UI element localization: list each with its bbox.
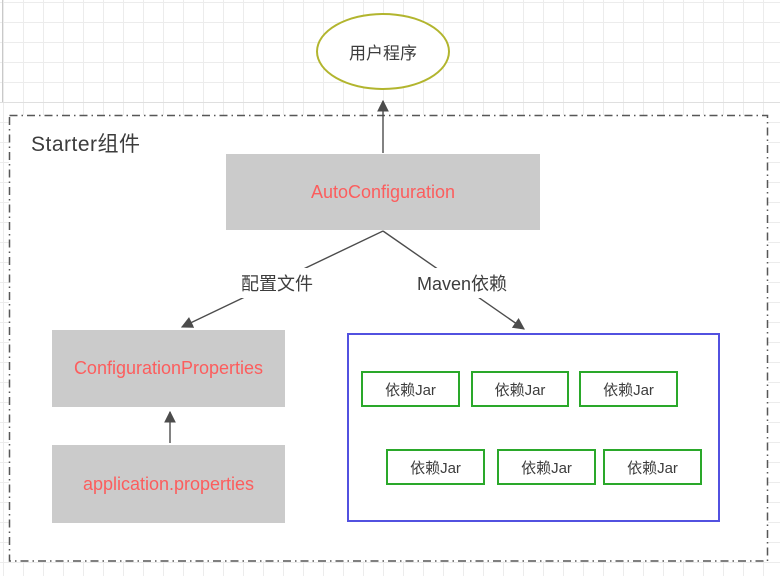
configurationproperties-node[interactable]: ConfigurationProperties: [52, 330, 285, 407]
page-boundary-horizontal: [0, 102, 780, 103]
dependency-jar-label: 依赖Jar: [494, 381, 546, 399]
dependency-jar-label: 依赖Jar: [385, 381, 436, 399]
dependency-jar-node[interactable]: 依赖Jar: [361, 371, 460, 407]
dependency-jar-node[interactable]: 依赖Jar: [471, 371, 569, 407]
dependency-jar-label: 依赖Jar: [521, 459, 572, 477]
configurationproperties-label: ConfigurationProperties: [73, 358, 264, 378]
applicationproperties-node[interactable]: application.properties: [52, 445, 285, 523]
maven-dependency-box[interactable]: 依赖Jar 依赖Jar 依赖Jar 依赖Jar 依赖Jar 依赖Jar: [347, 333, 720, 522]
autoconfiguration-node[interactable]: AutoConfiguration: [226, 154, 540, 230]
dependency-jar-node[interactable]: 依赖Jar: [386, 449, 485, 485]
starter-container-title: Starter组件: [31, 133, 141, 156]
dependency-jar-node[interactable]: 依赖Jar: [497, 449, 596, 485]
applicationproperties-label: application.properties: [82, 473, 255, 494]
user-program-label: 用户程序: [349, 44, 417, 63]
user-program-ellipse[interactable]: 用户程序: [316, 13, 450, 90]
autoconfiguration-label: AutoConfiguration: [310, 181, 456, 202]
dependency-jar-node[interactable]: 依赖Jar: [603, 449, 702, 485]
edge-label-config-file: 配置文件: [236, 268, 318, 298]
dependency-jar-label: 依赖Jar: [603, 381, 654, 399]
edge-label-maven-dependency: Maven依赖: [411, 268, 513, 298]
page-boundary-vertical: [2, 0, 3, 102]
dependency-jar-node[interactable]: 依赖Jar: [579, 371, 678, 407]
dependency-jar-label: 依赖Jar: [410, 459, 461, 477]
dependency-jar-label: 依赖Jar: [627, 459, 678, 477]
